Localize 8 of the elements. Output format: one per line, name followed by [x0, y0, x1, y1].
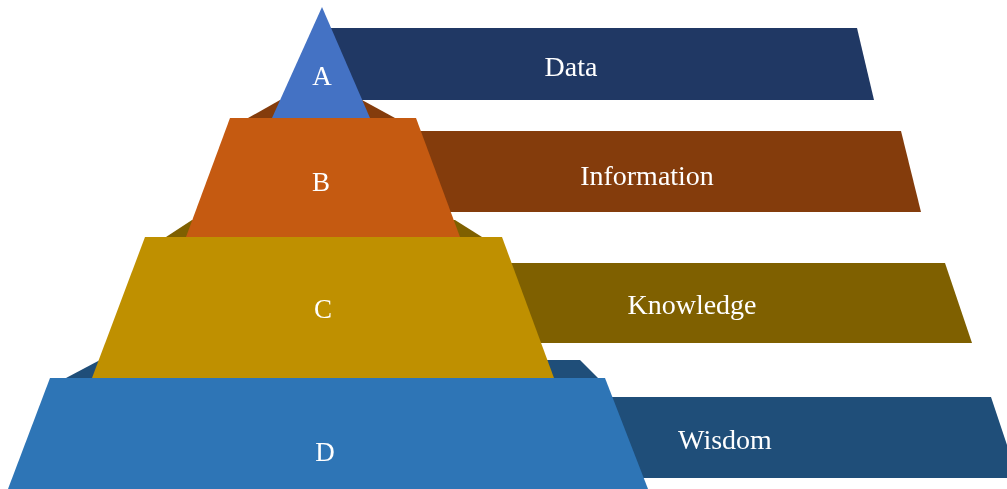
level-label: Knowledge: [627, 291, 757, 319]
level-label: Data: [544, 53, 598, 81]
level-label: Information: [580, 162, 714, 190]
tier-letter: C: [314, 295, 332, 323]
tier-letter: D: [315, 438, 335, 466]
level-label: Wisdom: [678, 426, 772, 454]
tier-letter: A: [312, 62, 332, 90]
tier-letter: B: [312, 168, 330, 196]
